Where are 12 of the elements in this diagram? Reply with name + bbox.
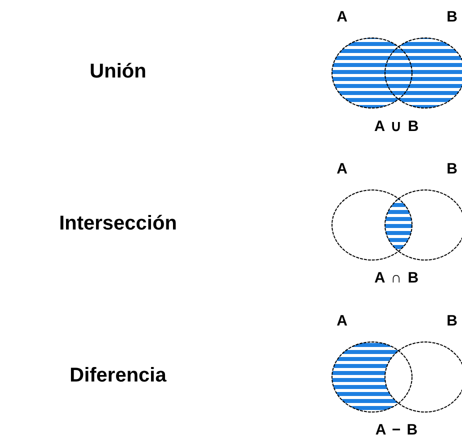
set-formula: A ∩ B [374,270,420,286]
set-label: B [446,160,458,178]
set-formula: A ∪ B [374,117,420,135]
set-label: A [336,8,348,26]
operation-name: Intersección [59,212,177,236]
set-label: A [336,160,348,178]
set-label: A [336,312,348,330]
set-formula: A − B [375,422,419,438]
set-label: B [446,8,458,26]
set-label: B [446,312,458,330]
operation-name: Unión [90,60,146,84]
operation-name: Diferencia [70,364,166,388]
